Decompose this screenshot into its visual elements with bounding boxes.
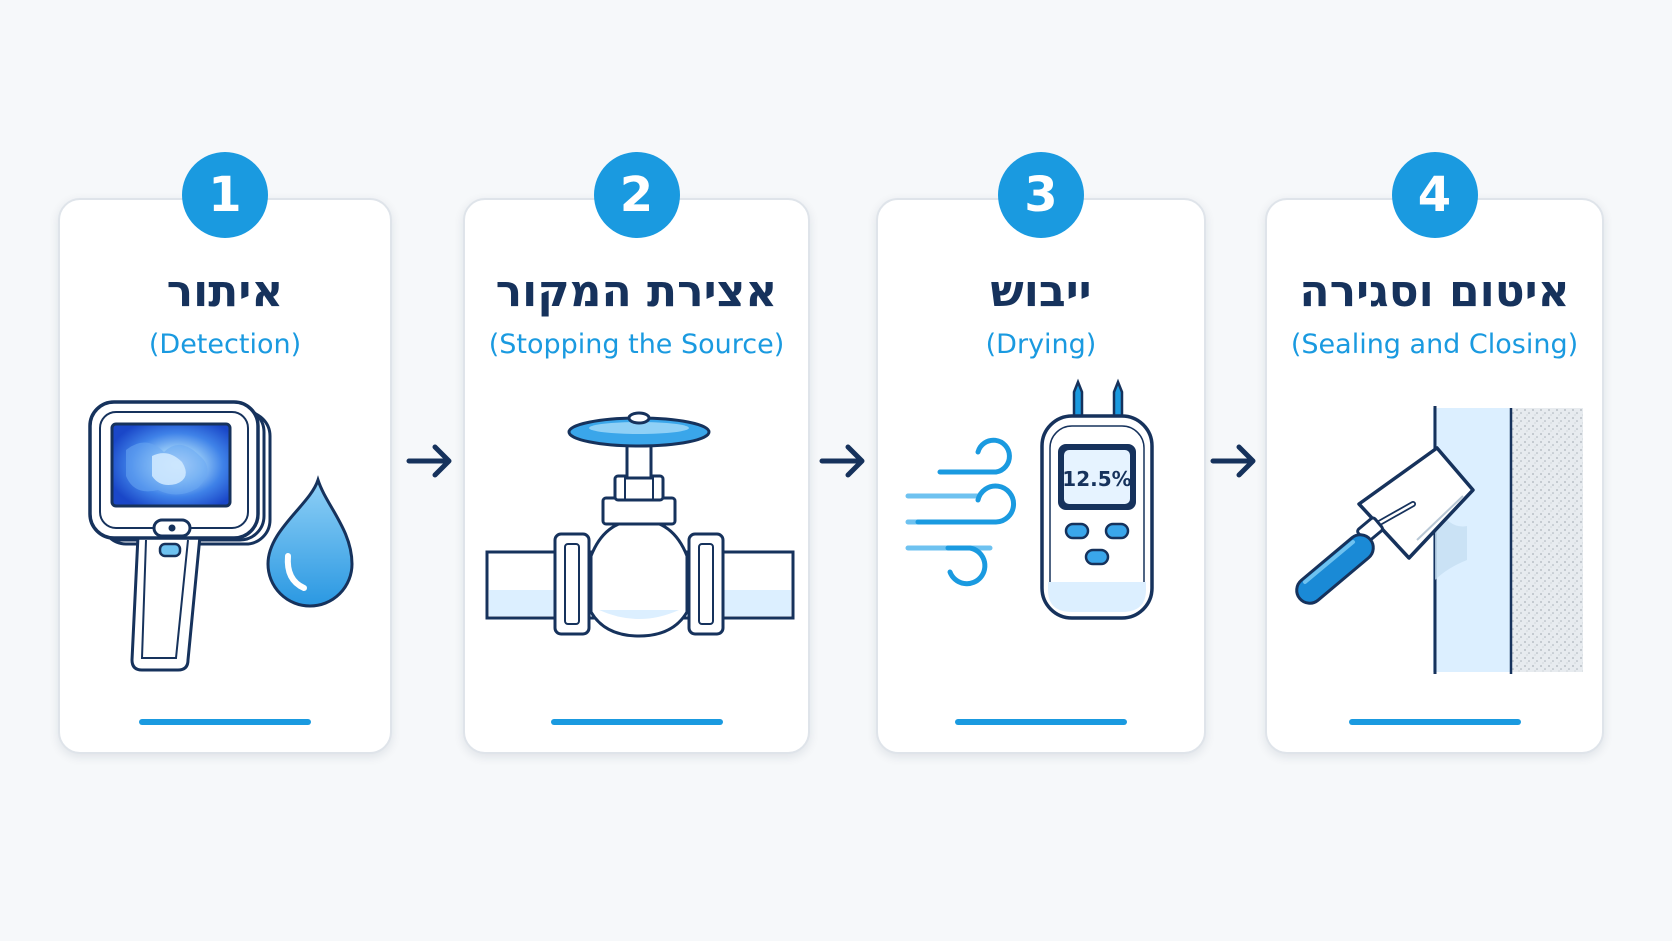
step-title: אצירת המקור (495, 266, 778, 317)
step-underline (955, 719, 1127, 725)
step-title: ייבוש (990, 266, 1092, 317)
arrow-right-icon (819, 444, 865, 478)
thermal-camera-icon (88, 400, 354, 672)
step-underline (139, 719, 311, 725)
step-number-badge: 4 (1391, 152, 1478, 238)
step-underline (550, 719, 723, 725)
step-card-detection: 1 איתור (Detection) (58, 152, 392, 754)
trowel-wall-icon (1295, 406, 1583, 674)
step-subtitle: (Stopping the Source) (488, 329, 785, 360)
step-number-badge: 3 (998, 152, 1084, 238)
airflow-icon (905, 437, 1017, 587)
pipe-valve-icon (485, 411, 795, 638)
step-subtitle: (Sealing and Closing) (1290, 329, 1579, 360)
step-subtitle: (Drying) (985, 329, 1097, 360)
step-card-drying: 3 ייבוש (Drying) 12.5% (876, 152, 1206, 754)
meter-reading: 12.5% (1062, 467, 1131, 491)
arrow-right-icon (1210, 444, 1256, 478)
step-title: איטום וסגירה (1299, 266, 1570, 317)
step-subtitle: (Detection) (148, 329, 302, 360)
step-card-stopping-source: 2 אצירת המקור (Stopping the Source) (463, 152, 810, 754)
arrow-right-icon (406, 444, 452, 478)
step-number-badge: 1 (182, 152, 268, 238)
step-card-sealing: 4 איטום וסגירה (Sealing and Closing) (1265, 152, 1604, 754)
moisture-meter-icon: 12.5% (1040, 378, 1154, 620)
step-underline (1348, 719, 1521, 725)
step-title: איתור (166, 266, 284, 317)
step-number-badge: 2 (593, 152, 680, 238)
